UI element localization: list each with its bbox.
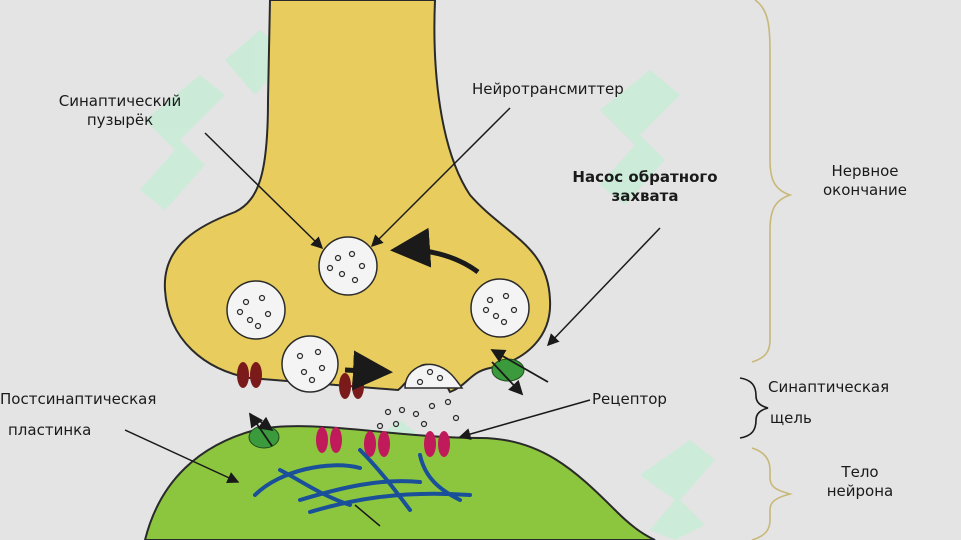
synaptic-cleft-label-line1: Синаптическая [768, 378, 890, 396]
vesicle [226, 280, 286, 340]
region-braces [739, 0, 794, 540]
watermark-glyph [640, 440, 715, 540]
neuron-body-label-line1: Тело [841, 463, 879, 481]
reuptake-pump [491, 358, 525, 382]
nerve-ending-label-line1: Нервное [831, 162, 899, 180]
neuron-body-label: Тело нейрона [810, 463, 910, 501]
postsynaptic-plate-label-line2: пластинка [8, 421, 92, 439]
process-arrows [248, 227, 549, 447]
vesicle [281, 335, 339, 393]
postsynaptic-pump [248, 425, 280, 449]
reuptake-pump-label-line1: Насос обратного [572, 168, 718, 186]
postsynaptic-plate-label-line1: Постсинаптическая [0, 390, 157, 408]
nerve-ending-brace [751, 0, 793, 363]
nerve-ending-label: Нервное окончание [800, 162, 930, 200]
receptor-label: Рецептор [592, 390, 667, 408]
postsynaptic-receptors [316, 427, 450, 457]
leader-lines [124, 107, 661, 527]
vesicle-label: Синаптический пузырёк [20, 92, 220, 130]
neuron-fibers [253, 448, 472, 514]
watermark-glyph [140, 75, 225, 210]
body-brace [751, 447, 794, 540]
neurotransmitter-molecules [236, 250, 518, 430]
reuptake-pump-label: Насос обратного захвата [535, 168, 755, 206]
vesicle [470, 278, 530, 338]
nerve-ending-label-line2: окончание [822, 181, 908, 199]
vesicle [318, 236, 378, 296]
reuptake-pump-label-line2: захвата [611, 187, 679, 205]
cleft-brace [739, 377, 769, 439]
vesicle-label-line2: пузырёк [86, 111, 154, 129]
synaptic-cleft-label-line2: щель [770, 409, 812, 427]
neurotransmitter-label: Нейротрансмиттер [472, 80, 624, 98]
vesicle-label-line1: Синаптический [58, 92, 182, 110]
synaptic-vesicles [226, 236, 530, 393]
fusing-vesicle [404, 363, 464, 389]
watermark-glyph [600, 70, 680, 205]
neuron-body-label-line2: нейрона [826, 482, 894, 500]
